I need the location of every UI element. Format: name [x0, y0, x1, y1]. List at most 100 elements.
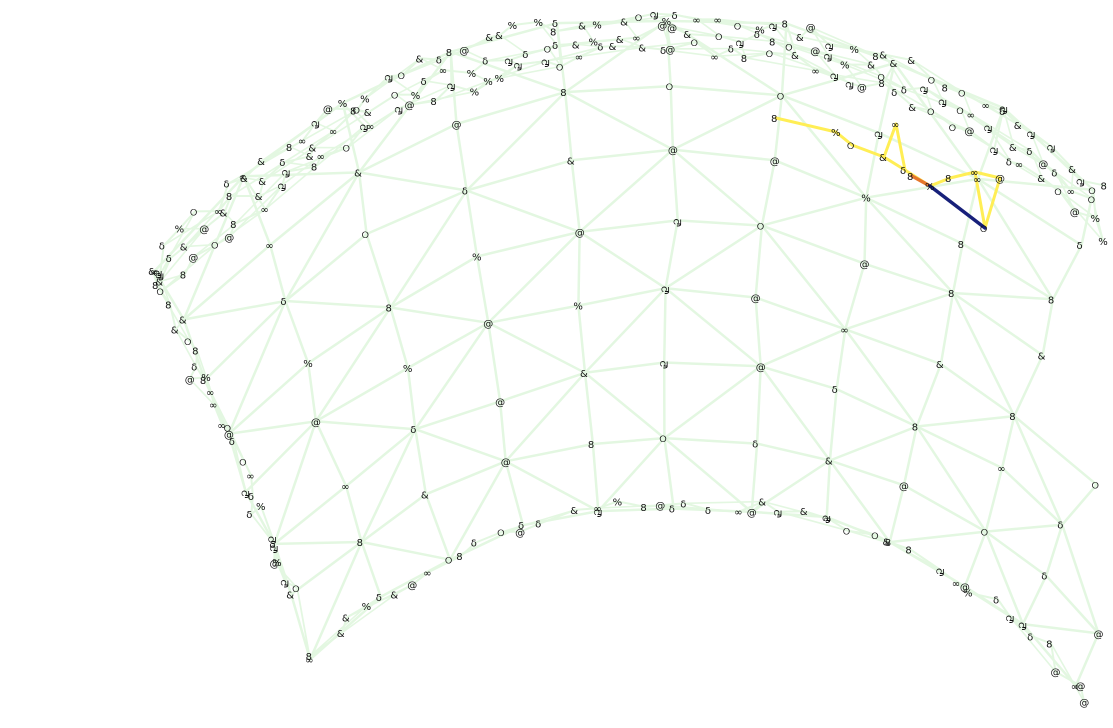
mesh-edge — [285, 172, 359, 301]
node-marker: & — [908, 103, 916, 114]
node-marker: & — [567, 156, 575, 167]
node-marker: ൮ — [773, 508, 782, 519]
mesh-edge — [477, 257, 488, 323]
node-marker: % — [925, 182, 935, 193]
mesh-edge — [830, 427, 917, 461]
node-marker: & — [255, 192, 263, 203]
node-marker: % — [360, 95, 370, 106]
node-marker: @ — [185, 375, 195, 386]
mesh-edge — [316, 368, 408, 421]
node-marker: ∞ — [967, 111, 975, 122]
node-marker: ∞ — [265, 241, 273, 252]
mesh-edge — [775, 95, 782, 160]
node-marker: ൮ — [446, 81, 455, 92]
node-marker: δ — [166, 254, 172, 265]
mesh-edge — [408, 323, 488, 368]
node-marker: % — [403, 364, 413, 375]
mesh-edge — [1002, 468, 1062, 525]
mesh-edge — [342, 594, 396, 633]
mesh-edge — [572, 160, 580, 232]
mesh-edge — [415, 429, 426, 494]
mesh-edge — [316, 421, 346, 486]
node-marker: δ — [482, 57, 488, 68]
node-marker: ୦ — [239, 458, 246, 469]
node-marker: % — [362, 602, 372, 613]
node-marker: & — [364, 108, 372, 119]
node-marker: @ — [459, 46, 469, 57]
mesh-edge — [1014, 355, 1042, 416]
node-marker: & — [1038, 351, 1046, 362]
node-marker: % — [483, 77, 493, 88]
node-marker: @ — [405, 101, 415, 112]
mesh-edge — [229, 301, 286, 434]
mesh-edge — [391, 308, 408, 369]
node-marker: & — [572, 40, 580, 51]
node-marker: ୦ — [398, 71, 405, 82]
node-marker: ୦ — [391, 91, 398, 102]
node-marker: ୦ — [343, 144, 350, 155]
node-marker: δ — [535, 519, 541, 530]
node-marker: @ — [668, 146, 678, 157]
mesh-edge — [285, 234, 366, 301]
node-marker: 8 — [942, 83, 948, 94]
node-marker: ∞ — [981, 101, 989, 112]
node-marker: & — [354, 168, 362, 179]
mesh-edge — [274, 542, 361, 544]
node-marker: ൮ — [768, 21, 777, 32]
node-marker: @ — [270, 559, 280, 570]
node-marker: ୦ — [445, 556, 452, 567]
node-marker: % — [534, 18, 544, 29]
node-marker: 8 — [905, 546, 911, 557]
mesh-edge — [673, 150, 762, 226]
mesh-edge — [426, 494, 450, 559]
node-marker: ୦ — [544, 45, 551, 56]
node-marker: @ — [756, 362, 766, 373]
node-marker: ∞ — [823, 515, 831, 526]
mesh-edge — [866, 133, 879, 198]
node-marker: @ — [495, 397, 505, 408]
node-marker: & — [421, 490, 429, 501]
mesh-edge — [904, 427, 917, 486]
node-marker: δ — [522, 50, 528, 61]
node-marker: ൮ — [874, 129, 883, 140]
node-marker: δ — [552, 41, 558, 52]
node-marker: ൮ — [268, 534, 277, 545]
node-marker: & — [570, 506, 578, 517]
node-marker: 8 — [226, 192, 232, 203]
node-marker: ∞ — [734, 508, 742, 519]
mesh-edge — [866, 198, 962, 244]
node-marker: ∞ — [341, 482, 349, 493]
node-marker: ∞ — [206, 388, 214, 399]
mesh-edge — [775, 160, 866, 197]
node-marker: & — [416, 54, 424, 65]
node-marker: ∞ — [840, 325, 848, 336]
node-marker: & — [257, 157, 265, 168]
mesh-edge — [1062, 525, 1098, 634]
node-marker: ∞ — [246, 472, 254, 483]
node-marker: ୦ — [184, 337, 191, 348]
node-marker: ୦ — [362, 230, 369, 241]
node-marker: ∞ — [997, 464, 1005, 475]
node-marker: % — [1091, 214, 1101, 225]
mesh-edge — [845, 264, 864, 330]
mesh-edge — [953, 244, 963, 293]
mesh-edge — [426, 461, 506, 494]
mesh-edge — [580, 220, 678, 232]
node-marker: & — [580, 369, 588, 380]
node-marker: @ — [747, 508, 757, 519]
node-marker: δ — [246, 510, 252, 521]
mesh-edge — [316, 421, 415, 429]
mesh-edge — [585, 363, 664, 373]
mesh-edge — [664, 363, 761, 367]
node-marker: 8 — [550, 27, 556, 38]
mesh-edge — [580, 232, 666, 288]
node-marker: 8 — [640, 503, 646, 514]
node-marker: % — [467, 69, 477, 80]
mesh-edge — [953, 293, 1014, 416]
mesh-edge — [1076, 633, 1099, 686]
node-marker: & — [578, 22, 586, 33]
node-marker: & — [1037, 174, 1045, 185]
node-marker: % — [495, 74, 505, 85]
node-marker: 8 — [945, 174, 951, 185]
node-marker: @ — [899, 481, 909, 492]
